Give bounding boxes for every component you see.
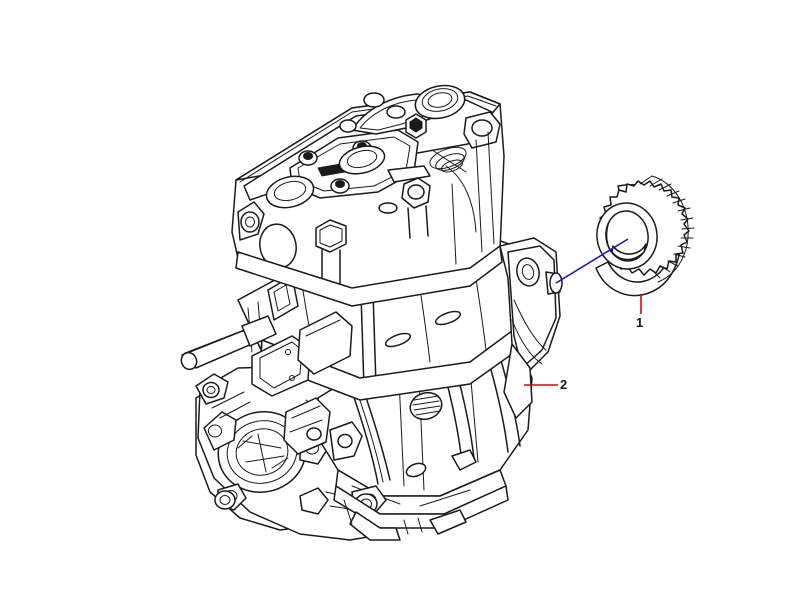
part-side-bracket xyxy=(251,311,353,397)
callout-number-1[interactable]: 1 xyxy=(636,315,644,330)
callout-number-2[interactable]: 2 xyxy=(560,377,568,392)
callout-leaders xyxy=(524,238,642,386)
callout-1-leader-line xyxy=(555,238,629,284)
part-compressor-assembly xyxy=(180,84,563,541)
part-base-rail xyxy=(333,449,509,541)
part-cylinder-head xyxy=(231,84,505,307)
part-drive-gear xyxy=(595,175,695,297)
coil-detail xyxy=(429,146,467,173)
part-crankshaft-end-cover xyxy=(499,237,563,419)
